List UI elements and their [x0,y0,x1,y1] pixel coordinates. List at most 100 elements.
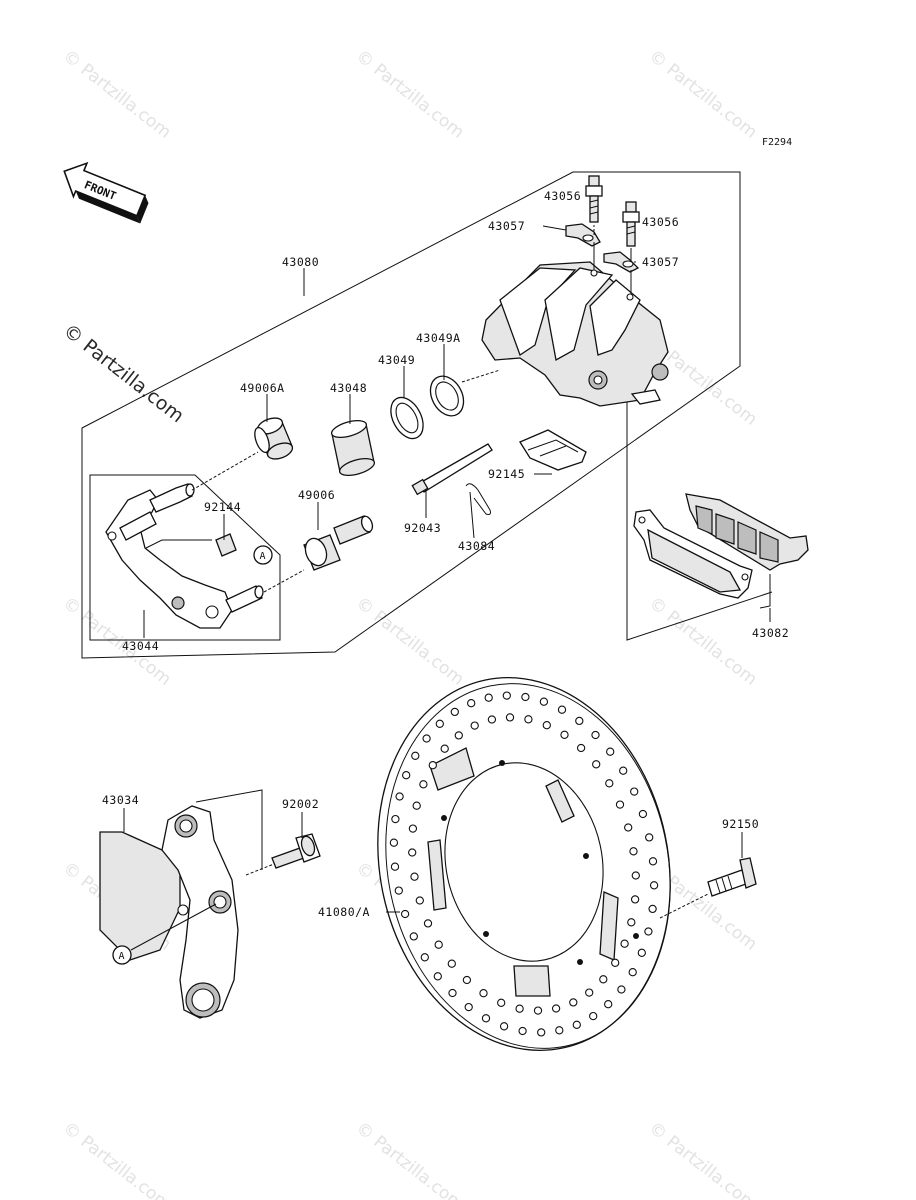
disc-vent-hole [448,988,457,998]
part-number-label: 43084 [458,539,495,553]
disc-vent-hole [644,927,653,936]
bleeder-valve [622,201,640,247]
watermark-text: © Partzilla.com [645,1118,761,1200]
disc-vent-hole [524,715,533,724]
caliper-piston [330,419,376,477]
bracket-bolt [271,833,321,869]
svg-text:A: A [119,951,125,962]
svg-text:A: A [260,551,266,562]
disc-vent-hole [481,1014,491,1023]
disc-vent-hole [433,972,442,981]
bracket-subframe [89,474,281,641]
disc-vent-hole [533,1006,543,1015]
part-number-label: 43080 [282,255,319,269]
disc-vent-hole [428,761,437,770]
reference-marker-a: A [112,945,132,965]
disc-vent-hole [585,988,594,997]
disc-vent-hole [420,953,429,962]
disc-vent-hole [410,872,419,881]
disc-vent-hole [400,909,410,919]
disc-vent-hole [409,932,418,941]
part-number-label: 49006A [240,381,285,395]
part-number-label: 43049A [416,331,461,345]
disc-vent-hole [518,1026,527,1036]
part-number-label: 43034 [102,793,139,807]
watermark-text: © Partzilla.com [352,46,468,143]
disc-vent-hole [450,707,459,717]
disc-vent-hole [629,847,638,856]
disc-vent-hole [606,747,615,756]
part-number-label: 41080/A [318,905,370,919]
disc-vent-hole [408,848,417,857]
disc-vent-hole [423,919,433,928]
disc-vent-hole [628,968,637,977]
disc-vent-hole [499,1022,509,1031]
bleeder-cap [565,223,601,247]
disc-vent-hole [435,719,444,728]
part-number-label: 92002 [282,797,319,811]
disc-vent-hole [419,780,428,789]
caliper-assembly-frame [81,171,741,659]
disc-vent-hole [617,985,626,994]
part-number-label: 43056 [642,215,679,229]
watermark-text: © Partzilla.com [645,593,761,690]
disc-vent-hole [542,721,551,730]
disc-vent-hole [440,744,449,753]
part-number-label: 92144 [204,500,241,514]
disc-vent-hole [645,833,654,842]
disc-vent-hole [454,731,463,740]
part-number-label: 43048 [330,381,367,395]
disc-vent-hole [434,940,443,949]
caliper-body [481,261,669,407]
watermark-text: © Partzilla.com [645,46,761,143]
disc-vent-hole [630,895,640,904]
disc-vent-hole [620,939,629,948]
disc-vent-hole [402,771,411,780]
disc-vent-hole [539,697,549,706]
disc-vent-hole [462,975,472,985]
pad-pin [411,443,493,496]
disc-vent-hole [484,693,493,702]
disc-vent-hole [638,809,648,819]
disc-vent-hole [479,989,488,998]
watermark-text: © Partzilla.com [59,46,175,143]
pad-pin-clip [465,483,491,515]
brake-pad-front [633,509,753,599]
svg-text:© Partzilla.com: © Partzilla.com [59,320,188,428]
disc-vent-hole [464,1002,473,1012]
reference-marker-a: A [253,545,273,565]
part-number-label: 43082 [752,626,789,640]
bleeder-valve [585,175,603,223]
disc-vent-hole [560,730,569,739]
disc-vent-hole [390,862,400,871]
disc-vent-hole [615,800,625,809]
disc-vent-hole [611,958,620,967]
disc-vent-hole [637,948,646,957]
disc-vent-hole [467,699,476,708]
disc-vent-hole [627,918,636,927]
part-number-label: 92043 [404,521,441,535]
watermark-text: © Partzilla.com [352,593,468,690]
slide-pin [119,511,157,541]
disc-vent-hole [591,730,600,740]
disc-vent-hole [572,1020,581,1029]
disc-vent-hole [422,734,431,743]
piston-seal [390,396,424,440]
disc-vent-hole [391,814,400,824]
disc-vent-hole [648,857,658,866]
disc-vent-hole [649,881,659,890]
bleeder-cap [603,251,640,273]
disc-vent-hole [521,692,530,702]
disc-vent-hole [648,904,657,914]
part-number-label: 43056 [544,189,581,203]
part-number-label: 92145 [488,467,525,481]
slide-pin [225,585,264,613]
disc-vent-hole [447,959,456,968]
disc-vent-hole [576,743,586,753]
corner-watermark: © Partzilla.com [59,320,188,428]
brake-pad-rear [685,493,809,571]
disc-vent-hole [497,998,506,1007]
disc-vent-hole [412,801,421,810]
disc-vent-hole [575,716,584,726]
pin-boot [303,515,374,571]
